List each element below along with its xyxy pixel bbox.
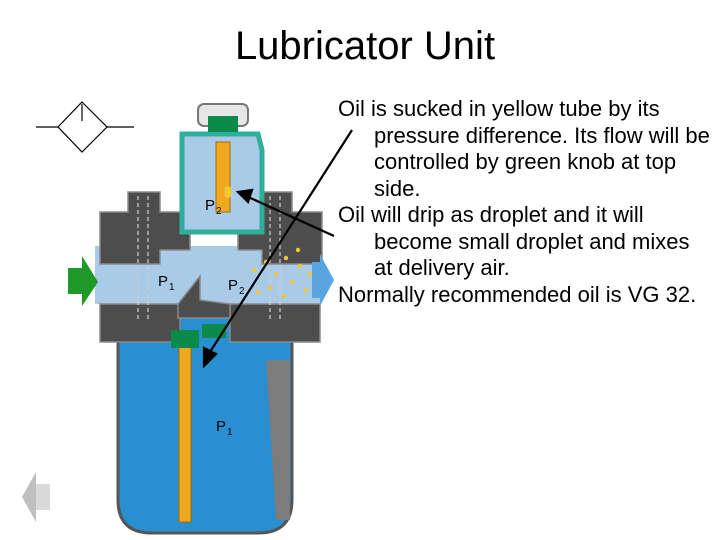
slide-title: Lubricator Unit bbox=[234, 24, 496, 68]
pointer-lines bbox=[202, 129, 353, 369]
p2-label-right: P bbox=[228, 277, 238, 294]
p1-label-left-sub: 1 bbox=[169, 282, 175, 293]
p2-label-top: P bbox=[205, 197, 215, 214]
lubricator-body bbox=[99, 191, 323, 343]
oil-tube bbox=[178, 339, 192, 523]
note-oil-drip: Oil will drip as droplet and it will bec… bbox=[338, 202, 690, 280]
back-arrow-icon[interactable] bbox=[22, 472, 50, 522]
oil-mist-droplets bbox=[251, 247, 313, 299]
air-outlet-arrow bbox=[312, 254, 334, 306]
air-inlet-arrow bbox=[68, 256, 98, 306]
oil-bowl bbox=[118, 318, 292, 533]
note-oil-suction: Oil is sucked in yellow tube by its pres… bbox=[338, 96, 710, 201]
p2-label-right-sub: 2 bbox=[239, 286, 245, 297]
note-recommended-oil: Normally recommended oil is VG 32. bbox=[338, 281, 697, 307]
flow-adjust-knob bbox=[208, 116, 238, 132]
p1-label-left: P bbox=[158, 273, 168, 290]
p2-label-top-sub: 2 bbox=[216, 206, 222, 217]
description-text: Oil is sucked in yellow tube by its pres… bbox=[338, 96, 710, 308]
p1-label-bottom-sub: 1 bbox=[227, 427, 233, 438]
p1-label-bottom: P bbox=[216, 418, 226, 435]
lubricator-symbol-icon bbox=[36, 101, 134, 153]
